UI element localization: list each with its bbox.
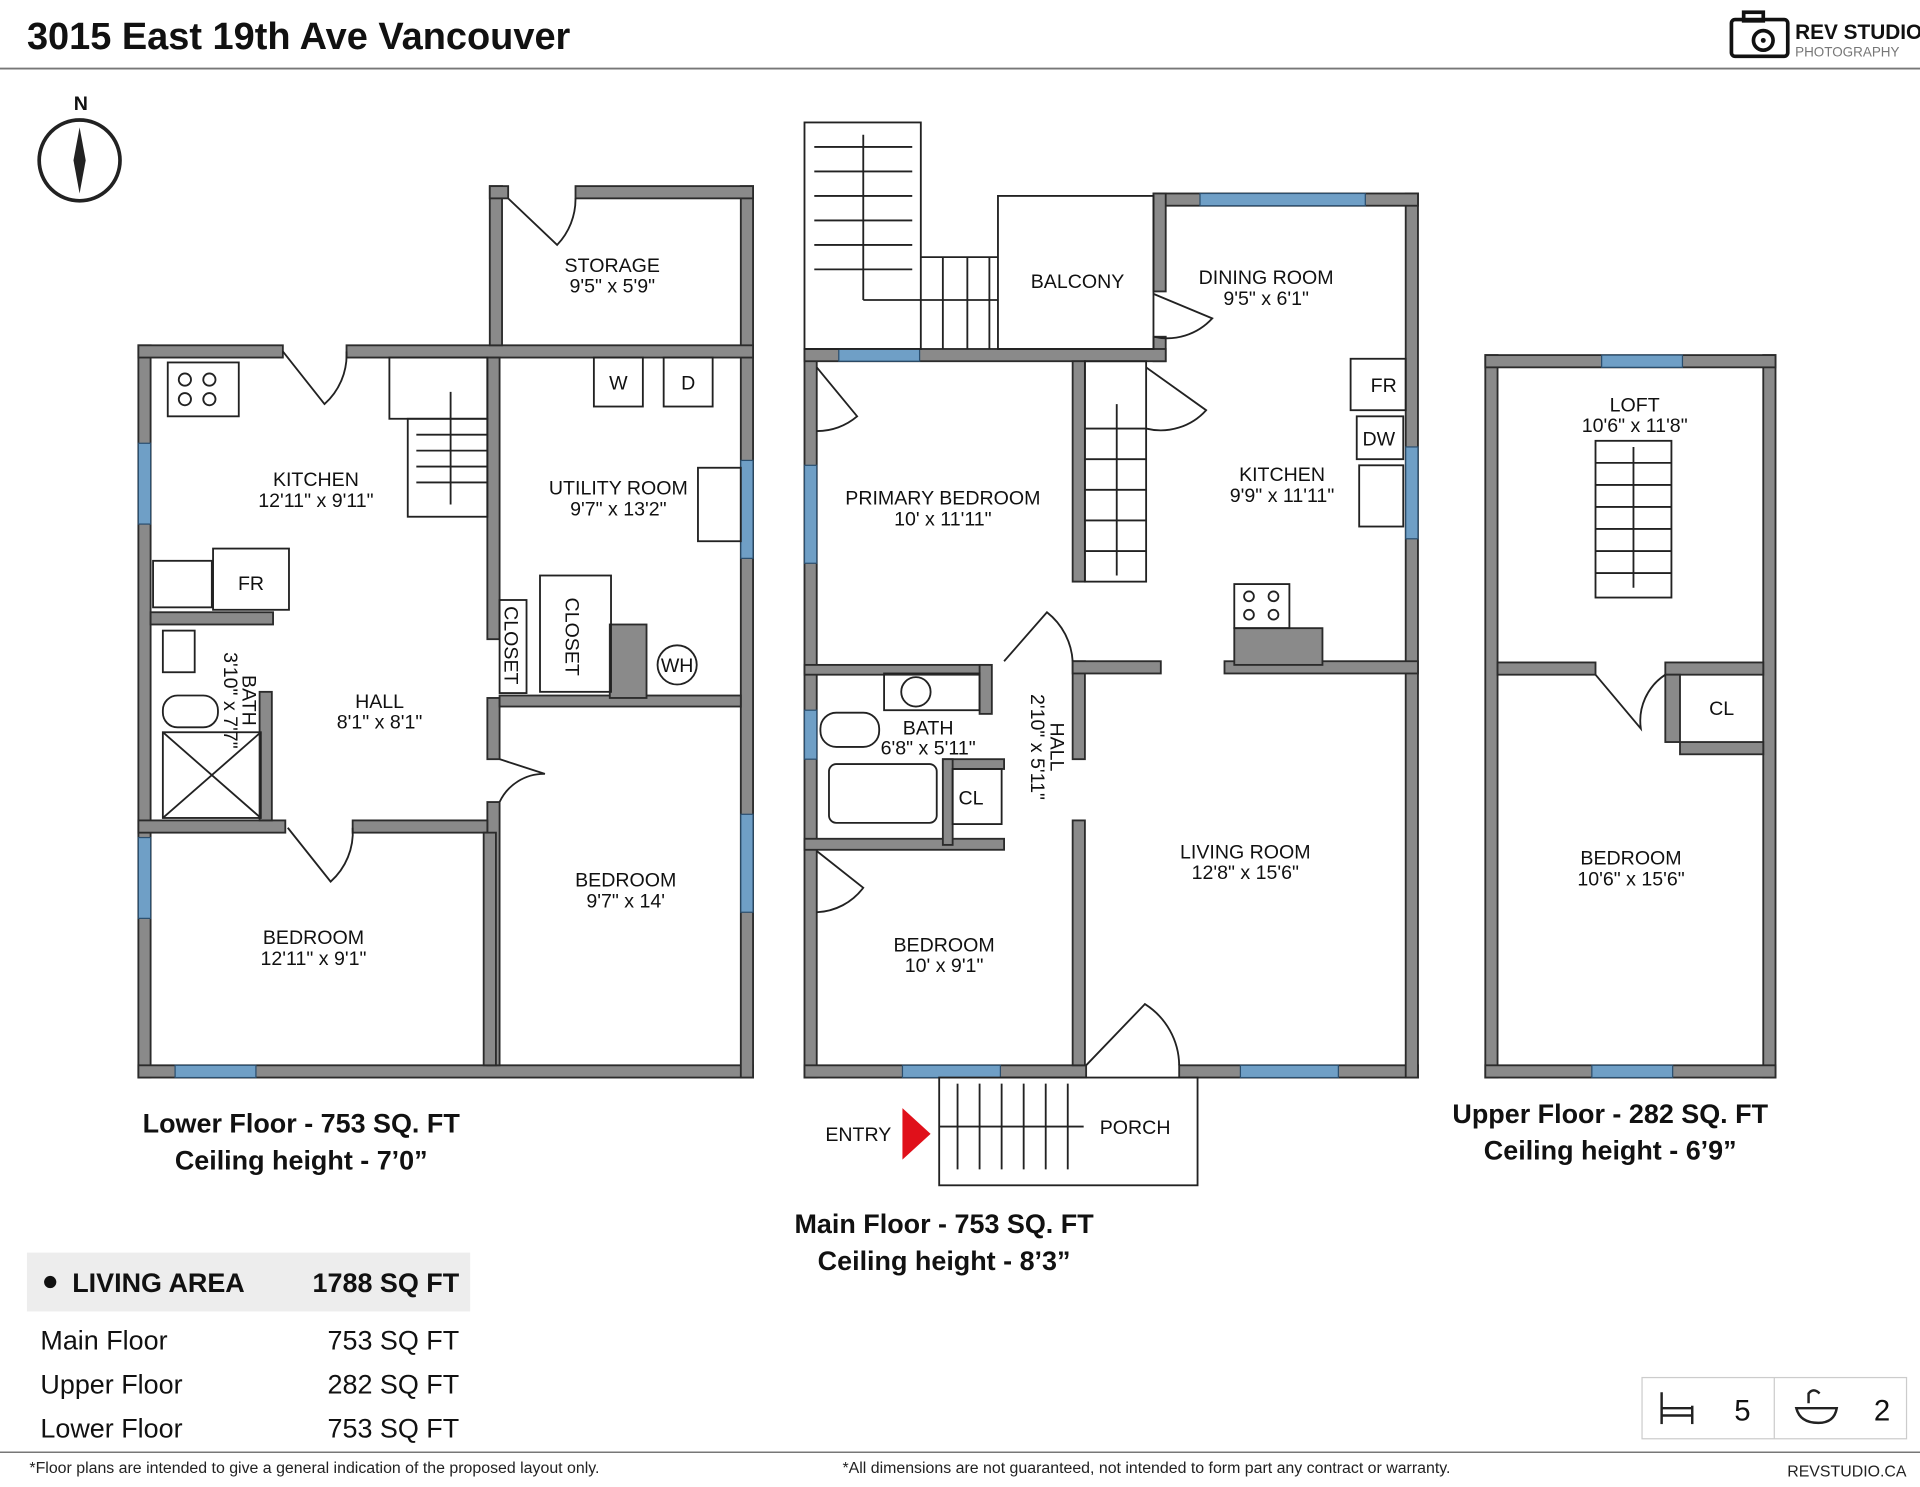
room-name-hall: HALL (1046, 722, 1068, 771)
main-floor-caption: Main Floor - 753 SQ. FT (794, 1209, 1094, 1239)
room-dims-bath: 6'8" x 5'11" (881, 737, 976, 759)
room-dims-bedroom: 9'7" x 14' (586, 890, 665, 912)
footer-note-left: *Floor plans are intended to give a gene… (29, 1460, 599, 1477)
lower-floor-ceiling: Ceiling height - 7’0” (175, 1145, 428, 1175)
room-dims-bedroom: 10'6" x 15'6" (1577, 868, 1684, 890)
bathtub-icon (1794, 1389, 1839, 1425)
summary-row-value: 282 SQ FT (328, 1369, 460, 1399)
room-dims-bath: 3'10" x 7'7" (219, 652, 241, 749)
logo-main-text: REV STUDIO (1795, 21, 1920, 44)
room-name-bedroom: BEDROOM (575, 870, 676, 892)
room-name-bedroom: BEDROOM (1580, 847, 1681, 869)
room-dims-living: 12'8" x 15'6" (1192, 862, 1299, 884)
upper-floor-caption: Upper Floor - 282 SQ. FT (1452, 1099, 1768, 1129)
room-dims-bedroom: 12'11" x 9'1" (261, 948, 367, 970)
compass-icon: N (37, 93, 122, 203)
room-dims-loft: 10'6" x 11'8" (1582, 415, 1688, 437)
summary-row-label: Main Floor (40, 1325, 167, 1355)
summary-row-value: 753 SQ FT (328, 1414, 460, 1444)
closet-label: CLOSET (499, 606, 521, 684)
room-dims-kitchen: 9'9" x 11'11" (1230, 485, 1335, 507)
room-name-bath: BATH (237, 675, 259, 726)
living-area-value: 1788 SQ FT (313, 1268, 460, 1298)
closet-label: CL (1709, 698, 1734, 720)
logo-sub-text: PHOTOGRAPHY (1795, 44, 1899, 59)
room-name-dining: DINING ROOM (1199, 267, 1334, 289)
living-area-label: LIVING AREA (72, 1268, 245, 1298)
page-title: 3015 East 19th Ave Vancouver (27, 16, 571, 58)
room-counts: 5 2 (1641, 1376, 1908, 1440)
compass-north-label: N (74, 93, 88, 115)
fridge-label: FR (1371, 375, 1397, 397)
rev-studio-logo: REV STUDIO PHOTOGRAPHY (1729, 10, 1920, 59)
washer-label: W (609, 372, 628, 394)
room-name-hall: HALL (355, 691, 404, 713)
closet-label: CLOSET (561, 598, 583, 676)
camera-icon (1729, 10, 1790, 59)
room-dims-hall: 8'1" x 8'1" (337, 712, 423, 734)
room-dims-storage: 9'5" x 5'9" (569, 276, 655, 298)
room-name-storage: STORAGE (565, 255, 660, 277)
room-name-primary-bedroom: PRIMARY BEDROOM (845, 487, 1040, 509)
main-floor-plan: FR DW CL ENTRY BALCONY DINING ROOM 9'5 (794, 121, 1419, 1276)
room-dims-hall: 2'10" x 5'11" (1026, 694, 1048, 800)
main-floor-ceiling: Ceiling height - 8’3” (818, 1246, 1071, 1276)
lower-floor-plan: FR W D WH STORAGE 9'5" x 5'9" KITCHEN 12… (137, 185, 754, 1175)
closet-label: CL (959, 787, 984, 809)
lower-floor-caption: Lower Floor - 753 SQ. FT (143, 1109, 461, 1139)
room-dims-kitchen: 12'11" x 9'11" (258, 490, 373, 512)
bedroom-count: 5 (1734, 1394, 1750, 1427)
room-dims-utility: 9'7" x 13'2" (570, 499, 667, 521)
summary-row-label: Lower Floor (40, 1414, 182, 1444)
summary-row-value: 753 SQ FT (328, 1325, 460, 1355)
water-heater-label: WH (661, 655, 694, 677)
room-name-balcony: BALCONY (1031, 271, 1125, 293)
entry-label: ENTRY (825, 1124, 891, 1146)
room-name-loft: LOFT (1610, 394, 1660, 416)
room-name-living: LIVING ROOM (1180, 841, 1311, 863)
dryer-label: D (681, 372, 695, 394)
footer-note-right: *All dimensions are not guaranteed, not … (842, 1460, 1450, 1477)
bed-icon (1660, 1392, 1694, 1425)
room-dims-dining: 9'5" x 6'1" (1223, 288, 1309, 310)
upper-floor-plan: CL LOFT 10'6" x 11'8" BEDROOM 10'6" x 15… (1452, 354, 1777, 1166)
room-dims-bedroom: 10' x 9'1" (905, 955, 984, 977)
room-dims-primary-bedroom: 10' x 11'11" (894, 508, 992, 530)
room-name-utility: UTILITY ROOM (549, 478, 688, 500)
room-name-kitchen: KITCHEN (273, 469, 359, 491)
dishwasher-label: DW (1362, 429, 1395, 451)
bullet-icon (44, 1275, 57, 1289)
bathroom-count: 2 (1874, 1394, 1890, 1427)
footer-website[interactable]: REVSTUDIO.CA (1787, 1464, 1907, 1481)
room-name-bedroom: BEDROOM (893, 934, 994, 956)
summary-row-label: Upper Floor (40, 1369, 182, 1399)
entry-arrow-icon (902, 1108, 931, 1160)
room-name-porch: PORCH (1100, 1117, 1171, 1139)
room-name-bedroom: BEDROOM (263, 927, 364, 949)
upper-floor-ceiling: Ceiling height - 6’9” (1484, 1136, 1737, 1166)
living-area-summary: LIVING AREA 1788 SQ FT Main Floor 753 SQ… (26, 1252, 471, 1444)
fridge-label: FR (238, 573, 264, 595)
room-name-bath: BATH (903, 718, 954, 740)
room-name-kitchen: KITCHEN (1239, 464, 1325, 486)
